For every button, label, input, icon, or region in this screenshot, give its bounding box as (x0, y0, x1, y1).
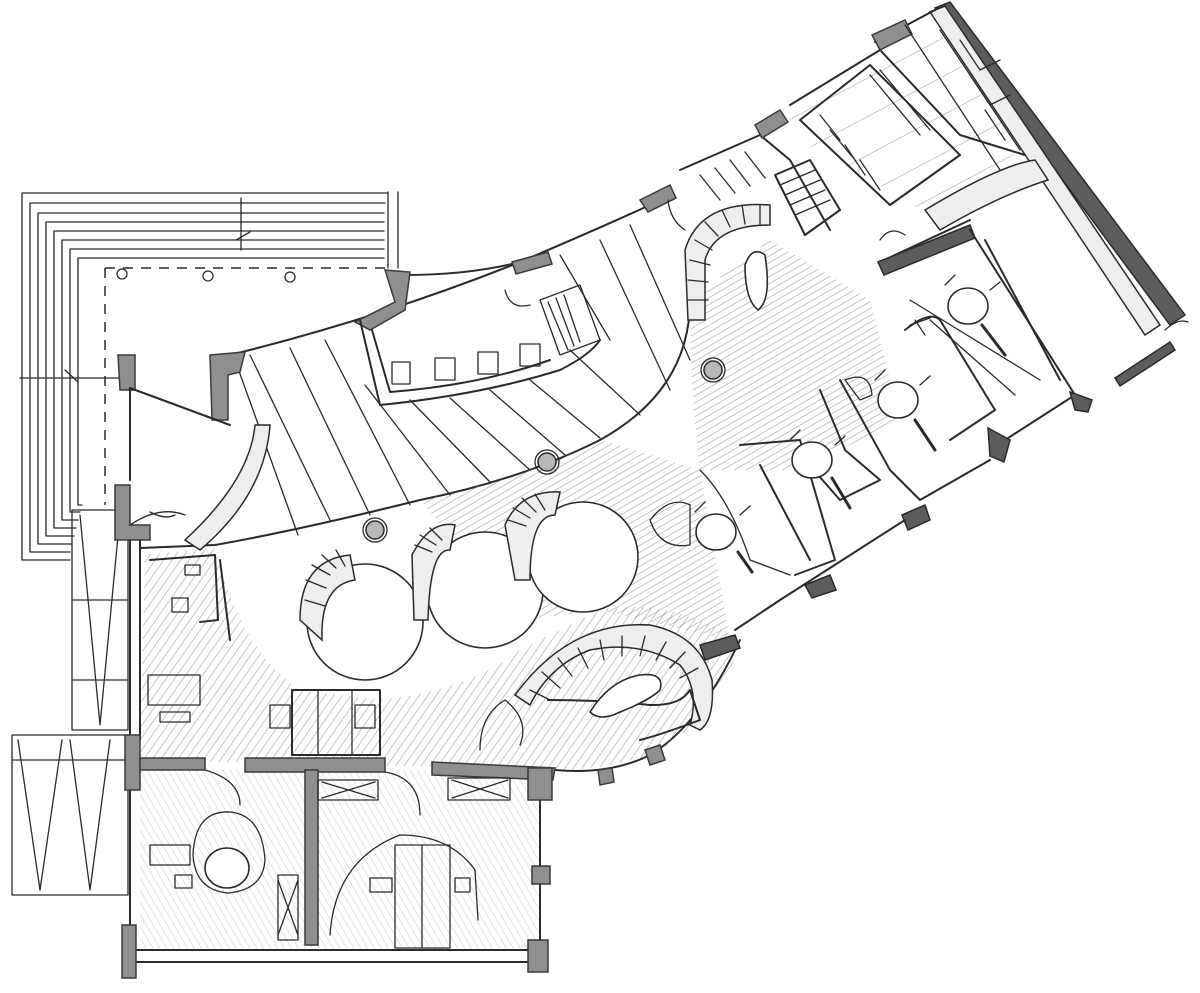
terrace-edge (104, 267, 392, 505)
lower-rooms (121, 554, 556, 979)
upper-counter (353, 251, 601, 406)
vertical-screen-panels (11, 509, 129, 896)
terrace-steps (19, 191, 399, 561)
spiral-stair (479, 623, 714, 786)
hatched-floor-zones (140, 20, 1020, 950)
right-wing (649, 1, 1189, 661)
entry-area (114, 351, 271, 551)
upper-stairs (638, 108, 906, 321)
seating-niches (299, 357, 726, 681)
